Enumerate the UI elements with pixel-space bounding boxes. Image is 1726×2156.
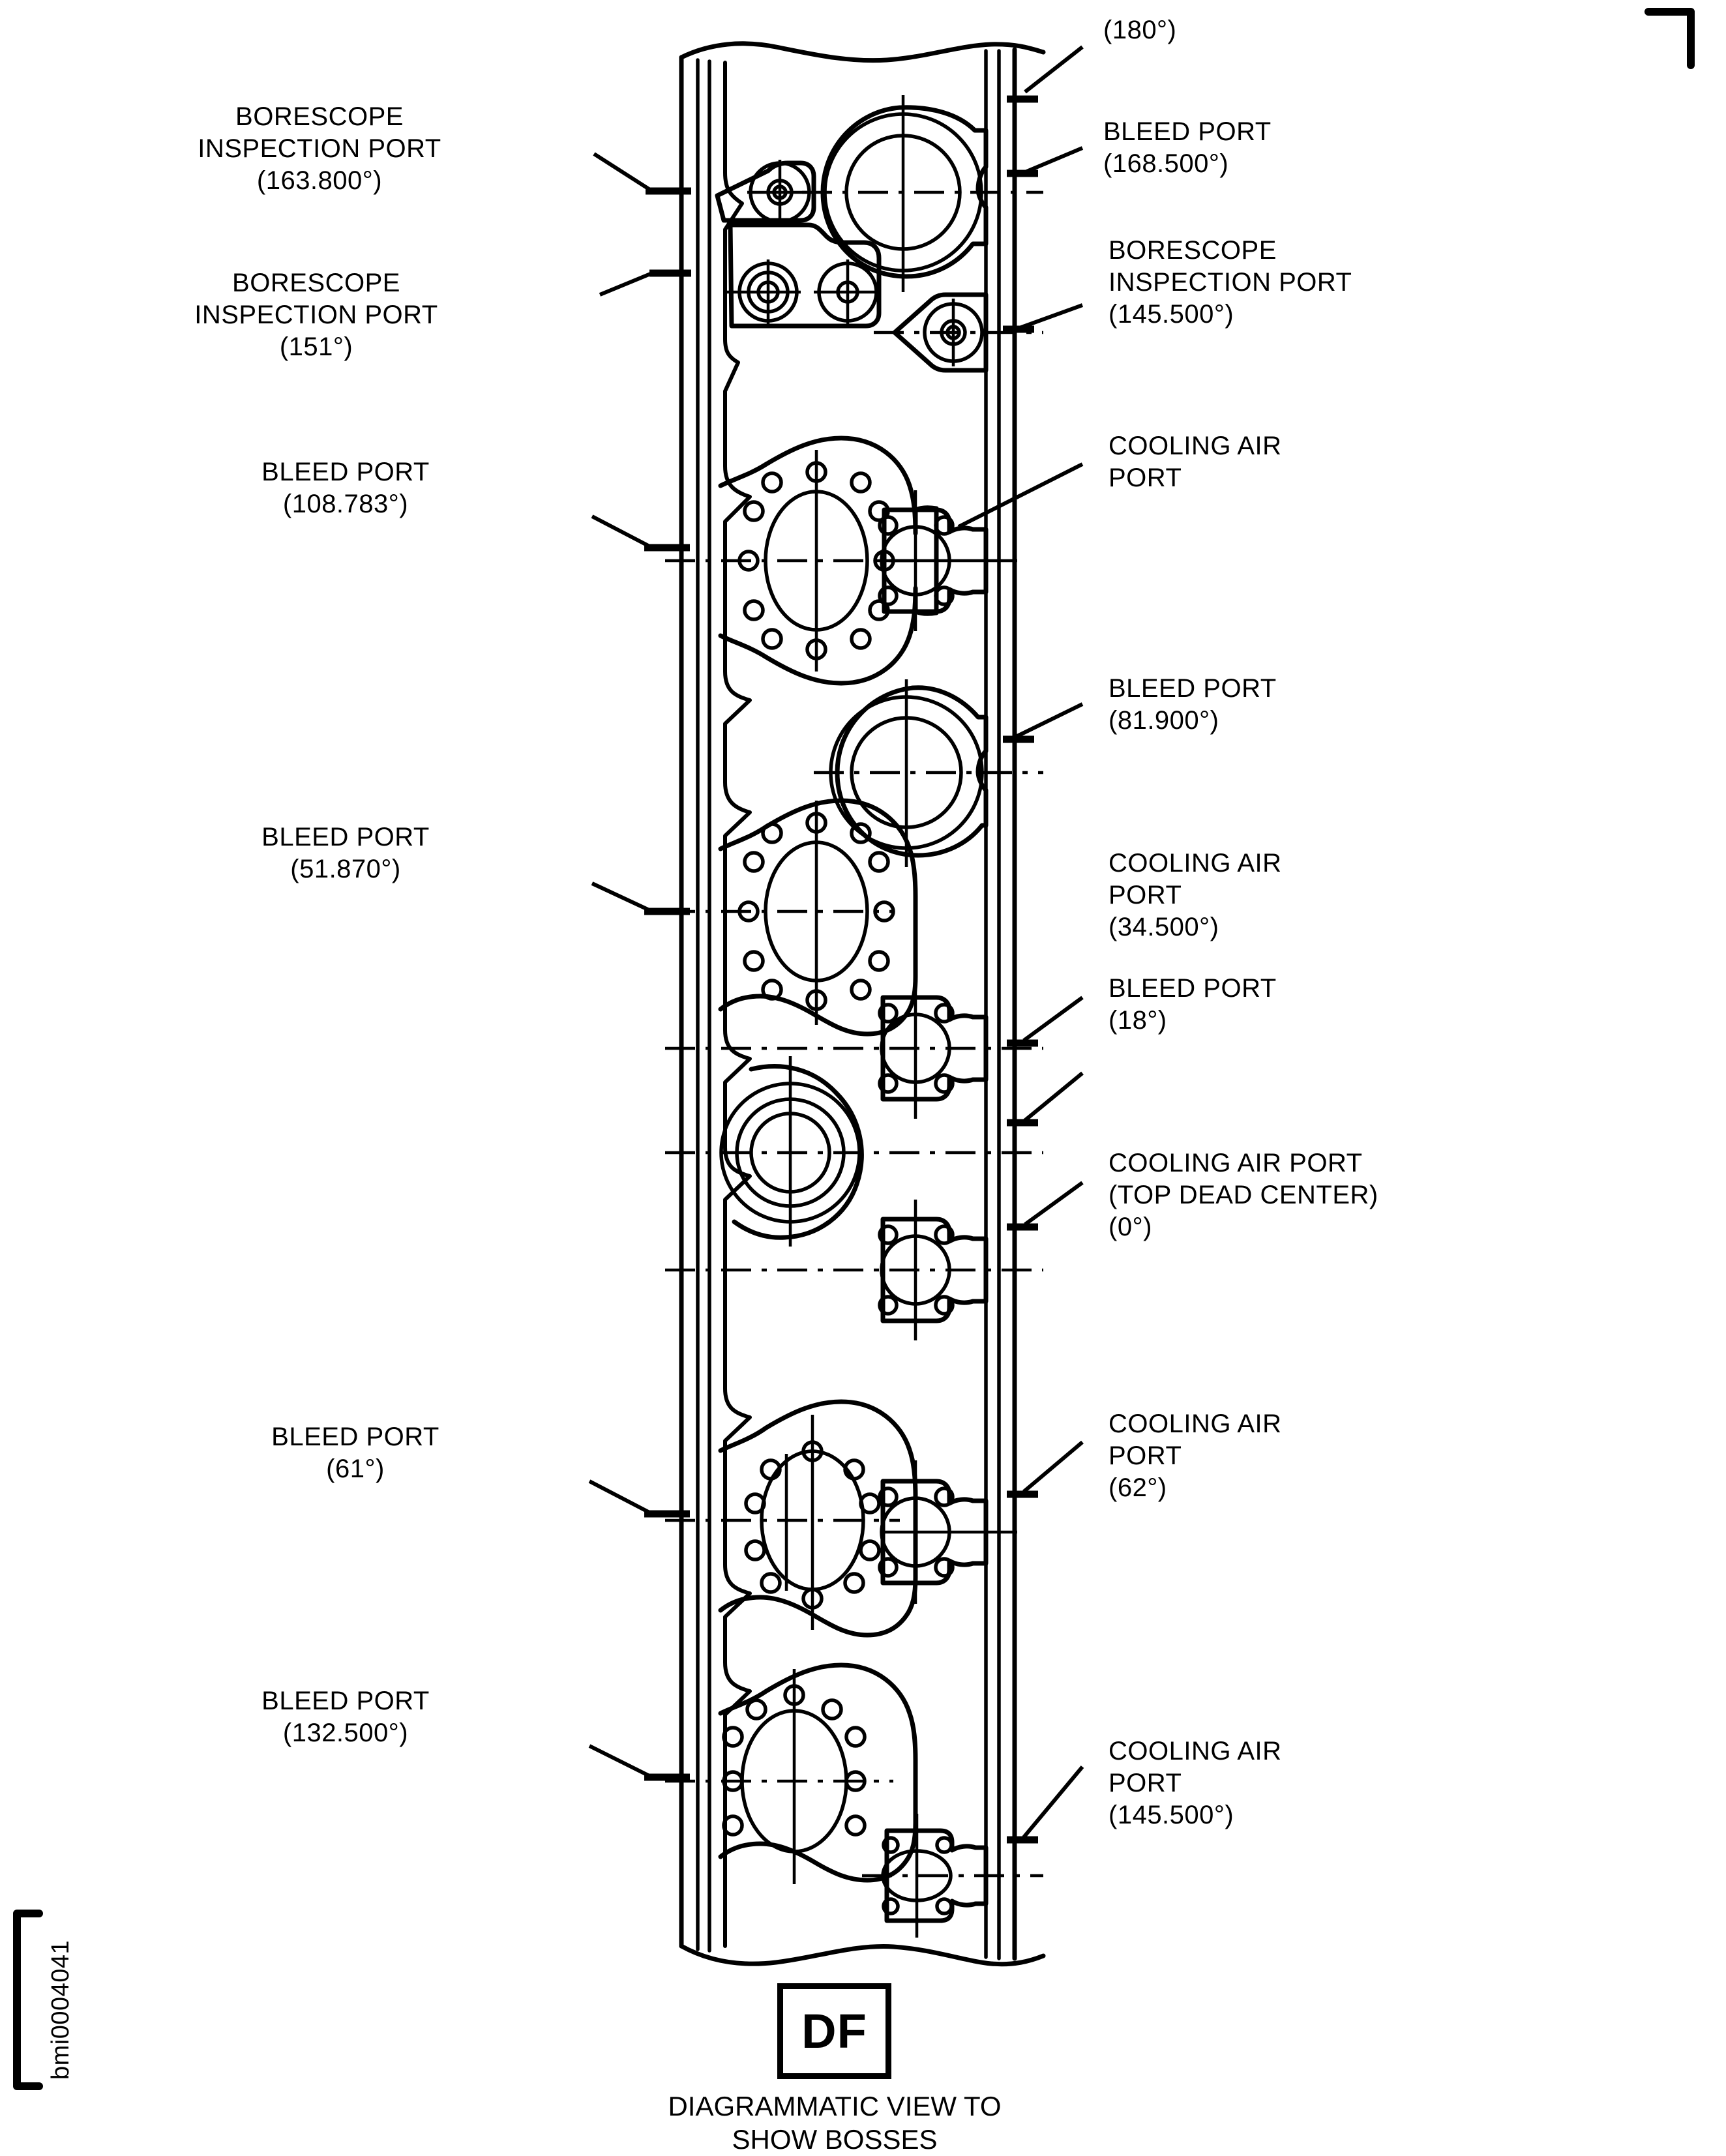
boss-bleed-port-51-870 — [665, 798, 918, 1037]
label-line: COOLING AIR — [1109, 1410, 1282, 1438]
label-line: BLEED PORT — [1109, 674, 1277, 703]
label-line: COOLING AIR PORT — [1109, 1149, 1363, 1177]
label-line: COOLING AIR — [1109, 432, 1282, 460]
label-line: PORT — [1109, 880, 1182, 909]
label-line: (61°) — [326, 1454, 385, 1483]
corner-registration-mark — [1644, 8, 1695, 69]
label-line: (0°) — [1109, 1212, 1152, 1241]
label-borescope-inspection-port-151: BORESCOPE INSPECTION PORT (151°) — [134, 267, 499, 362]
boss-cooling-air-port-tdc — [665, 1200, 1043, 1340]
figure-id-bracket — [13, 1910, 43, 2090]
boss-bleed-port-18 — [665, 1056, 1043, 1247]
boss-bleed-port-132-500 — [665, 1662, 918, 1884]
label-line: BORESCOPE — [1109, 236, 1277, 265]
boss-cooling-air-port-upper — [878, 490, 1017, 631]
label-bleed-port-51-870: BLEED PORT (51.870°) — [189, 821, 502, 885]
label-line: (145.500°) — [1109, 1800, 1234, 1829]
view-code-label: DF — [801, 2003, 867, 2058]
label-line: BLEED PORT — [261, 458, 430, 486]
label-line: (TOP DEAD CENTER) — [1109, 1180, 1378, 1209]
label-cooling-air-port-top-dead-center: COOLING AIR PORT (TOP DEAD CENTER) (0°) — [1109, 1147, 1378, 1243]
label-line: (168.500°) — [1103, 149, 1229, 178]
label-line: BLEED PORT — [261, 823, 430, 851]
label-line: (108.783°) — [282, 489, 409, 518]
label-line: BORESCOPE — [235, 102, 404, 131]
label-cooling-air-port-62: COOLING AIR PORT (62°) — [1109, 1408, 1282, 1503]
label-line: (180°) — [1103, 16, 1177, 44]
label-line: COOLING AIR — [1109, 1737, 1282, 1765]
boss-borescope-145-500 — [874, 292, 1043, 373]
case-inner-contour — [723, 61, 752, 1948]
label-bleed-port-18: BLEED PORT (18°) — [1109, 973, 1277, 1037]
view-caption-line1: DIAGRAMMATIC VIEW — [668, 2091, 957, 2121]
boss-cooling-air-port-34-500 — [665, 978, 1043, 1119]
label-line: PORT — [1109, 463, 1182, 492]
label-line: (62°) — [1109, 1473, 1167, 1502]
leader-lines — [588, 45, 1084, 1844]
label-line: (163.800°) — [256, 166, 383, 195]
label-line: (132.500°) — [282, 1718, 409, 1747]
figure-id-text: bmi0004041 — [47, 1940, 74, 2080]
figure-id: bmi0004041 — [47, 1940, 75, 2080]
label-cooling-air-port-34-500: COOLING AIR PORT (34.500°) — [1109, 848, 1282, 943]
label-line: (151°) — [279, 332, 353, 361]
label-line: (51.870°) — [290, 854, 401, 883]
boss-borescope-163-800 — [715, 160, 816, 225]
label-line: (81.900°) — [1109, 705, 1219, 735]
label-bleed-port-81-900: BLEED PORT (81.900°) — [1109, 673, 1277, 737]
boss-bleed-port-61 — [665, 1399, 918, 1638]
label-line: BLEED PORT — [1109, 974, 1277, 1003]
label-line: COOLING AIR — [1109, 849, 1282, 878]
label-line: INSPECTION PORT — [194, 300, 438, 329]
label-line: PORT — [1109, 1768, 1182, 1797]
label-bleed-port-108-783: BLEED PORT (108.783°) — [189, 456, 502, 520]
label-bleed-port-132-500: BLEED PORT (132.500°) — [189, 1685, 502, 1749]
label-bleed-port-168-500: BLEED PORT (168.500°) — [1103, 116, 1272, 180]
boss-bleed-port-81-900 — [814, 679, 1043, 867]
label-line: BLEED PORT — [1103, 117, 1272, 146]
label-borescope-inspection-port-145-500: BORESCOPE INSPECTION PORT (145.500°) — [1109, 235, 1352, 330]
label-line: BLEED PORT — [261, 1687, 430, 1715]
label-line: INSPECTION PORT — [1109, 267, 1352, 297]
label-line: INSPECTION PORT — [198, 134, 441, 163]
label-line: BORESCOPE — [232, 269, 400, 297]
label-line: BLEED PORT — [271, 1423, 439, 1451]
boss-borescope-151 — [725, 222, 882, 329]
label-datum-180: (180°) — [1103, 14, 1176, 46]
boss-cooling-air-port-62 — [878, 1460, 1017, 1604]
label-cooling-air-port: COOLING AIR PORT — [1109, 430, 1282, 494]
view-caption: DIAGRAMMATIC VIEW TO SHOW BOSSES — [652, 2090, 1017, 2156]
label-line: (34.500°) — [1109, 912, 1219, 941]
boss-bleed-port-168-500 — [802, 95, 1043, 292]
label-cooling-air-port-145-500: COOLING AIR PORT (145.500°) — [1109, 1735, 1282, 1831]
label-line: (18°) — [1109, 1005, 1167, 1035]
label-borescope-inspection-port-163-800: BORESCOPE INSPECTION PORT (163.800°) — [137, 101, 502, 196]
label-line: PORT — [1109, 1441, 1182, 1470]
view-code-box: DF — [777, 1983, 891, 2079]
label-line: (145.500°) — [1109, 299, 1234, 329]
label-bleed-port-61: BLEED PORT (61°) — [209, 1421, 502, 1485]
boss-cooling-air-port-145-500 — [862, 1814, 1043, 1938]
